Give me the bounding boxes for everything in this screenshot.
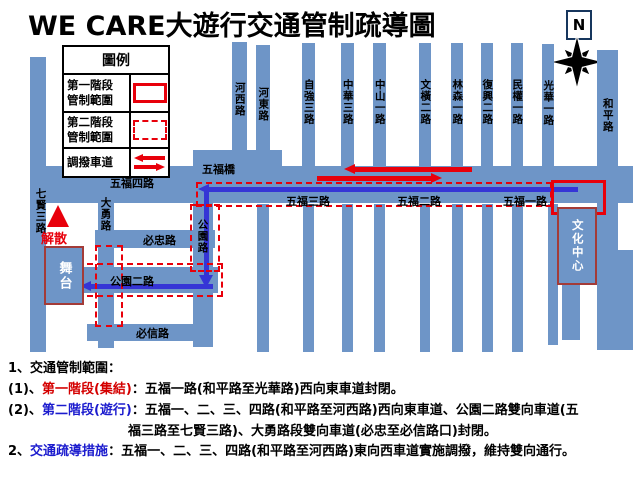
- note-diversion: 2、交通疏導措施：五福一、二、三、四路(和平路至河西路)東向西車道實施調撥，維持…: [8, 444, 575, 459]
- label-wufu4: 五福四路: [110, 177, 154, 190]
- road-stub: [303, 204, 314, 352]
- road-guanghua: 光華一路: [542, 44, 554, 166]
- heping-block: [600, 250, 633, 350]
- note-control-title: 1、交通管制範圍：: [8, 361, 122, 376]
- road-qixian: [30, 57, 46, 352]
- legend: 圖例 第一階段 管制範圍 第二階段 管制範圍 調撥車道: [62, 45, 170, 178]
- road-stub: [482, 204, 493, 352]
- road-label: 民權一路: [511, 79, 524, 125]
- diversion-highlight: 交通疏導措施: [30, 444, 109, 459]
- road-bizhong: [95, 230, 215, 248]
- dispersal-label: 解散: [41, 232, 68, 247]
- road-label: 河西路: [233, 82, 246, 117]
- contraflow-arrow-east: [317, 173, 442, 183]
- road-stub: [562, 278, 580, 340]
- legend-header: 圖例: [64, 47, 168, 75]
- road-label: 復興二路: [481, 79, 494, 125]
- road-stub: [512, 204, 523, 352]
- stage-label: 舞台: [56, 260, 72, 291]
- stage-box: 舞台: [44, 246, 84, 305]
- road-wenheng: 文橫二路: [419, 43, 431, 166]
- cultural-center-box: 文化中心: [557, 207, 597, 285]
- road-minquan: 民權一路: [511, 43, 523, 166]
- road-label: 林森一路: [451, 79, 464, 125]
- parade-route-arrow-west: [198, 184, 578, 194]
- phase2-zone-wufu: [196, 182, 552, 207]
- label-wufu3: 五福三路: [286, 195, 330, 208]
- north-label: N: [572, 16, 586, 34]
- label-bixin: 必信路: [136, 327, 169, 340]
- phase2-symbol-icon: [132, 120, 167, 140]
- road-stub: [452, 204, 463, 352]
- legend-contraflow-label: 調撥車道: [67, 155, 113, 170]
- road-stub: [257, 204, 269, 352]
- compass-rose-icon: [550, 34, 604, 90]
- road-label: 文橫二路: [419, 79, 432, 125]
- dispersal-triangle-icon: [47, 205, 69, 227]
- road-zhongshan: 中山一路: [373, 43, 386, 166]
- road-bixin: [87, 324, 213, 341]
- road-stub: [342, 204, 353, 352]
- label-dayong: 大勇路: [99, 197, 112, 232]
- road-label: 和平路: [601, 98, 614, 133]
- road-stub: [374, 204, 385, 352]
- road-linsen: 林森一路: [451, 43, 463, 166]
- road-zhonghua: 中華三路: [341, 43, 354, 166]
- road-hexi: 河西路: [232, 42, 247, 166]
- legend-phase2-line1: 第二階段: [67, 115, 113, 130]
- phase2-zone-dayong: [95, 245, 123, 327]
- label-wufu2: 五福二路: [397, 195, 441, 208]
- legend-row-contraflow: 調撥車道: [64, 149, 168, 176]
- road-label: 中山一路: [373, 79, 386, 125]
- road-label: 光華一路: [542, 80, 555, 126]
- label-wufu1: 五福一路: [503, 195, 547, 208]
- label-qixian: 七賢三路: [34, 188, 47, 234]
- phase1-highlight: 第一階段(集結): [41, 382, 132, 397]
- road-stub: [420, 204, 430, 352]
- legend-phase2-line2: 管制範圍: [67, 130, 113, 144]
- contraflow-symbol-icon: [131, 149, 168, 176]
- legend-phase1-line1: 第一階段: [67, 78, 113, 93]
- road-ziqiang: 自強三路: [302, 43, 315, 166]
- legend-row-phase1: 第一階段 管制範圍: [64, 75, 168, 113]
- road-label: 河東路: [257, 87, 270, 122]
- road-fuxing: 復興二路: [481, 43, 493, 166]
- note-phase2-cont: 福三路至七賢三路)、大勇路段雙向車道(必忠至必信路口)封閉。: [128, 424, 497, 439]
- label-gongyuan2: 公園二路: [110, 275, 154, 288]
- parade-route-arrow-stage: [80, 281, 213, 291]
- contraflow-arrow-west: [344, 164, 472, 174]
- page-title: WE CARE大遊行交通管制疏導圖: [28, 11, 436, 42]
- phase2-zone-gongyuan: [190, 204, 220, 272]
- legend-row-phase2: 第二階段 管制範圍: [64, 113, 168, 149]
- note-phase1: (1)、第一階段(集結)：五福一路(和平路至光華路)西向東車道封閉。: [8, 382, 404, 397]
- label-gongyuan: 公園路: [196, 219, 209, 254]
- road-label: 中華三路: [341, 79, 354, 125]
- road-label: 自強三路: [302, 79, 315, 125]
- note-phase2: (2)、第二階段(遊行)：五福一、二、三、四路(和平路至河西路)西向東車道、公園…: [8, 403, 579, 418]
- north-marker: N: [566, 10, 592, 40]
- legend-phase1-line2: 管制範圍: [67, 93, 113, 107]
- road-stub: [548, 204, 558, 345]
- label-bridge: 五福橋: [202, 163, 235, 176]
- road-hedong: 河東路: [256, 45, 270, 166]
- phase2-highlight: 第二階段(遊行): [41, 403, 132, 418]
- phase1-symbol-icon: [132, 83, 167, 103]
- label-bizhong: 必忠路: [143, 234, 176, 247]
- cultural-center-label: 文化中心: [570, 219, 585, 273]
